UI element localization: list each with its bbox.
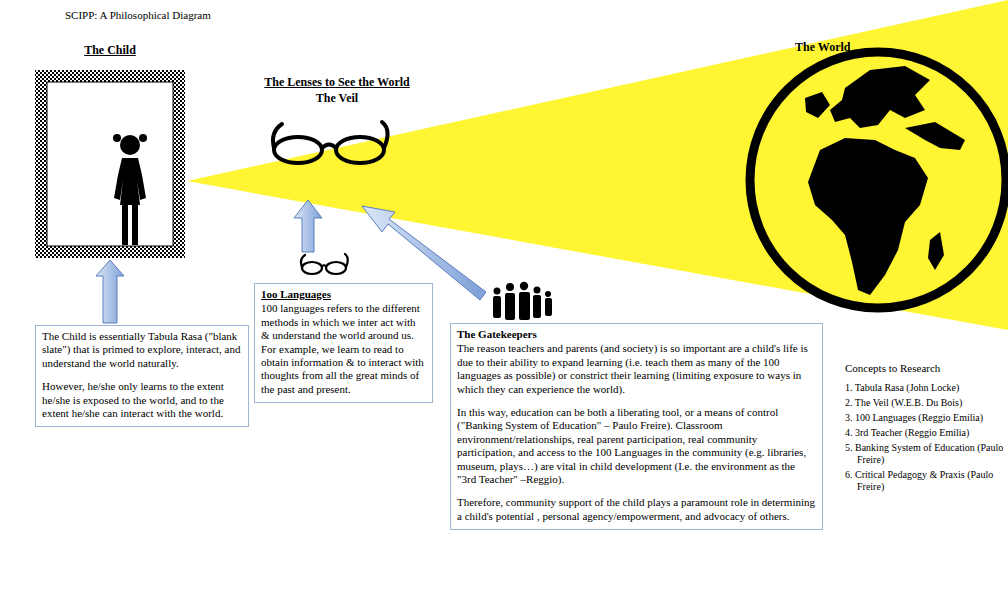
- box-heading: 1oo Languages: [261, 288, 426, 301]
- text-box: The Child is essentially Tabula Rasa ("b…: [35, 325, 249, 427]
- small-glasses-icon: [301, 254, 348, 274]
- box-text: 100 languages refers to the different me…: [261, 302, 426, 396]
- child-frame: [35, 70, 185, 258]
- list-item: 5. Banking System of Education (Paulo Fr…: [845, 442, 1007, 466]
- box-text: The Child is essentially Tabula Rasa ("b…: [42, 330, 242, 370]
- diagram-title: SCIPP: A Philosophical Diagram: [65, 9, 211, 21]
- section-heading: The Veil: [316, 91, 358, 106]
- text-box: 1oo Languages100 languages refers to the…: [254, 283, 433, 403]
- child-icon: [113, 134, 147, 245]
- list-heading: Concepts to Research: [845, 362, 940, 374]
- family-icon: [493, 282, 552, 320]
- glasses-icon: [273, 122, 388, 163]
- block-arrow: [96, 260, 124, 323]
- box-text: The reason teachers and parents (and soc…: [457, 342, 816, 396]
- frame-heading: The Child: [35, 43, 185, 58]
- section-heading: The World: [795, 40, 850, 55]
- list-item: 3. 100 Languages (Reggio Emilia): [845, 412, 1007, 424]
- box-text: Therefore, community support of the chil…: [457, 496, 816, 523]
- child-frame: The Child: [35, 70, 185, 258]
- box-heading: The Gatekeepers: [457, 328, 816, 341]
- list-item: 1. Tabula Rasa (John Locke): [845, 382, 1007, 394]
- box-text: However, he/she only learns to the exten…: [42, 380, 242, 420]
- list-item: 6. Critical Pedagogy & Praxis (Paulo Fre…: [845, 469, 1007, 493]
- section-heading: The Lenses to See the World: [264, 75, 409, 90]
- light-beam: [187, 0, 1008, 330]
- globe: [750, 52, 1006, 308]
- list-item: 4. 3rd Teacher (Reggio Emilia): [845, 427, 1007, 439]
- list-item: 2. The Veil (W.E.B. Du Bois): [845, 397, 1007, 409]
- text-box: The GatekeepersThe reason teachers and p…: [450, 323, 823, 530]
- block-arrow: [294, 200, 322, 252]
- box-text: In this way, education can be both a lib…: [457, 406, 816, 486]
